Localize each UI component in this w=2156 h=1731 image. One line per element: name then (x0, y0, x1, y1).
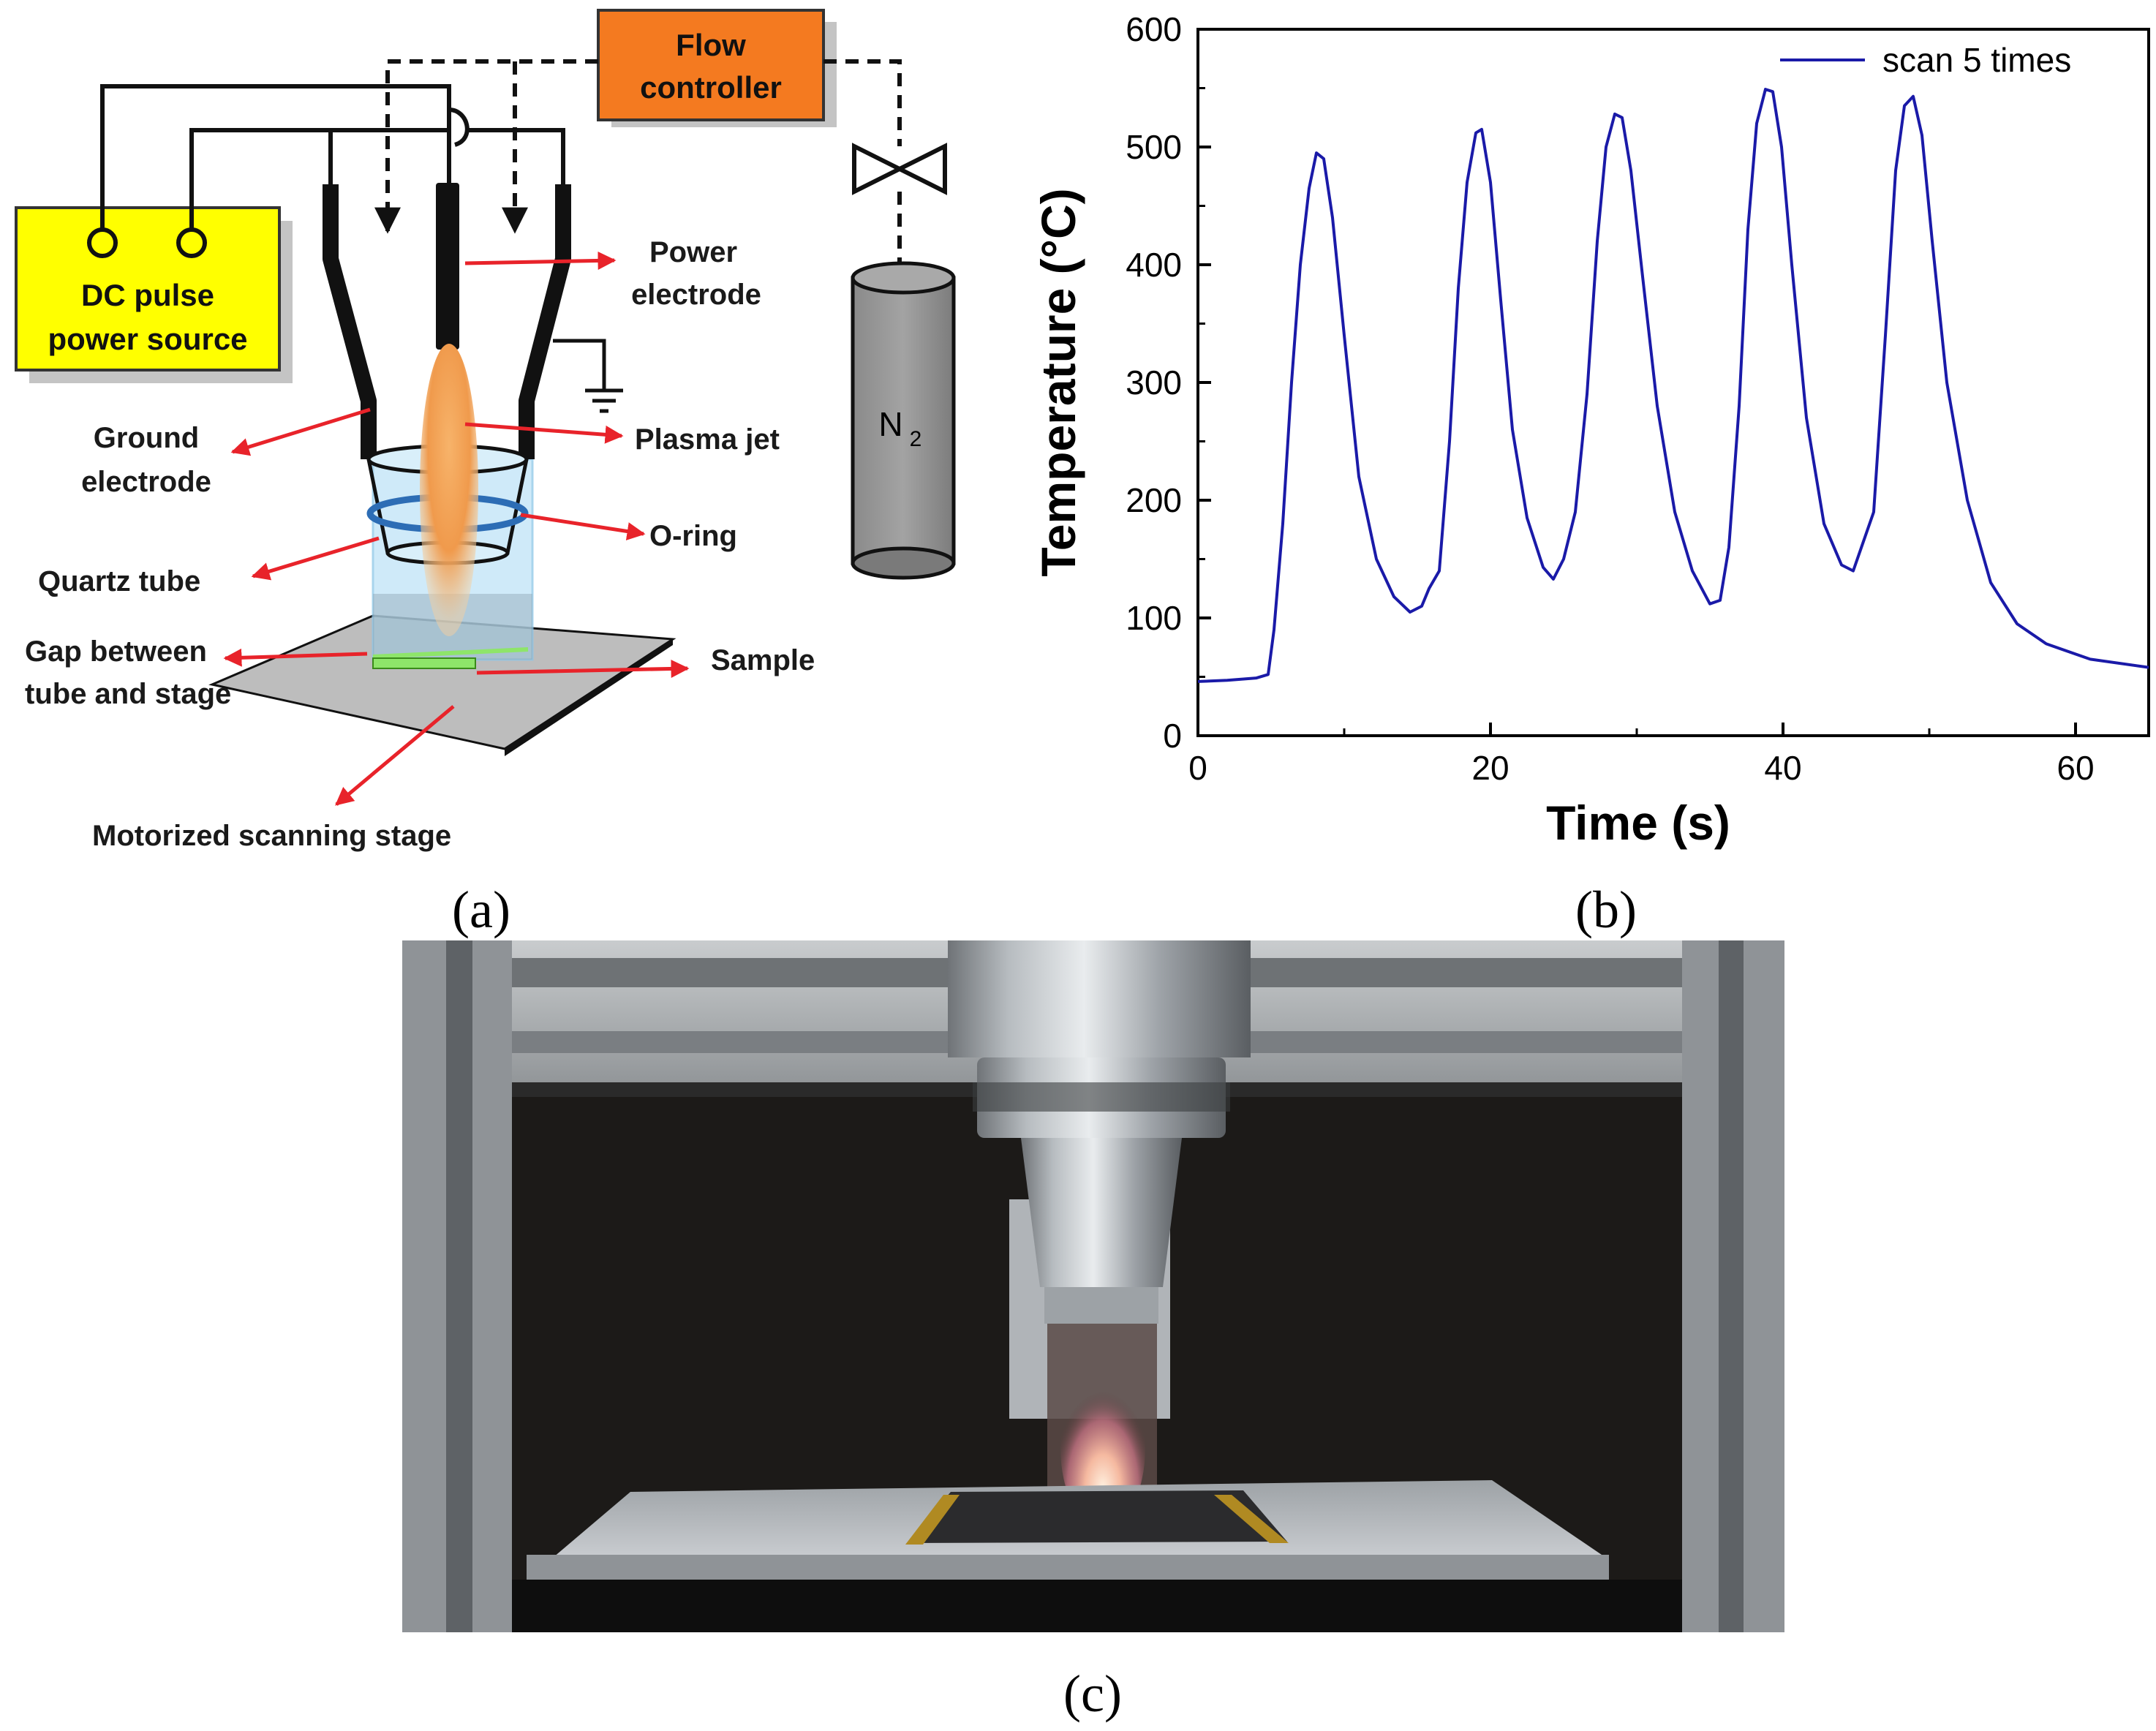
sample (372, 657, 476, 669)
flow-controller-box: Flow controller (597, 9, 837, 127)
x-tick-label: 20 (1471, 749, 1509, 787)
gas-cylinder: N 2 (851, 261, 956, 580)
apparatus-photo (402, 940, 1784, 1632)
power-source-box: DC pulse power source (15, 206, 293, 383)
panel-label-c: (c) (1063, 1664, 1122, 1723)
flow-controller-label-2: controller (640, 70, 782, 105)
y-tick-label: 0 (1163, 717, 1182, 755)
power-electrode-label-1: Power (649, 236, 737, 268)
terminal-icon (87, 227, 118, 258)
plasma-jet-label: Plasma jet (635, 423, 780, 456)
x-tick-label: 60 (2057, 749, 2094, 787)
y-tick-label: 300 (1126, 363, 1182, 401)
y-axis-title: Temperature (°C) (1031, 188, 1085, 576)
schematic-labels: Power electrode Ground electrode Plasma … (25, 236, 815, 852)
quartz-tube-label: Quartz tube (38, 565, 200, 597)
x-axis-title: Time (s) (1546, 796, 1730, 850)
legend: scan 5 times (1780, 41, 2071, 79)
label-arrows (223, 251, 690, 806)
plot-frame (1196, 28, 2150, 737)
y-tick-label: 600 (1126, 10, 1182, 48)
y-tick-label: 100 (1126, 599, 1182, 637)
sample-label: Sample (711, 644, 815, 676)
power-source-label-2: power source (48, 322, 247, 356)
temperature-chart: 0 100 200 300 400 500 600 0 20 40 60 scan 5 times… (1031, 10, 2150, 850)
gap-label-1: Gap between (25, 636, 207, 668)
y-tick-label: 500 (1126, 128, 1182, 166)
terminal-icon (176, 227, 207, 258)
plasma-jet (420, 344, 478, 636)
power-electrode (436, 183, 459, 350)
o-ring-label: O-ring (649, 520, 737, 552)
flow-controller-label-1: Flow (676, 28, 746, 62)
ground-symbol-icon (553, 339, 623, 413)
y-axis: 0 100 200 300 400 500 600 (1126, 10, 1211, 755)
gap-label-2: tube and stage (25, 678, 231, 710)
y-tick-label: 400 (1126, 246, 1182, 284)
stage-label: Motorized scanning stage (92, 820, 451, 852)
x-axis: 0 20 40 60 (1188, 723, 2095, 787)
series-line-scan-5-times (1197, 88, 2149, 683)
x-tick-label: 0 (1188, 749, 1207, 787)
gas-label: N (878, 405, 902, 443)
schematic-diagram: Flow controller DC pulse power source (15, 9, 956, 852)
panel-label-b: (b) (1575, 880, 1637, 939)
x-tick-label: 40 (1764, 749, 1801, 787)
valve-icon (852, 143, 947, 195)
power-wires (100, 84, 565, 230)
panel-label-a: (a) (452, 880, 510, 939)
ground-electrode-label-2: electrode (81, 466, 211, 498)
power-electrode-label-2: electrode (631, 279, 761, 311)
gas-label-subscript: 2 (910, 427, 922, 451)
legend-label: scan 5 times (1882, 41, 2071, 79)
y-tick-label: 200 (1126, 481, 1182, 519)
power-source-label-1: DC pulse (81, 278, 214, 312)
ground-electrode-label-1: Ground (94, 422, 199, 454)
